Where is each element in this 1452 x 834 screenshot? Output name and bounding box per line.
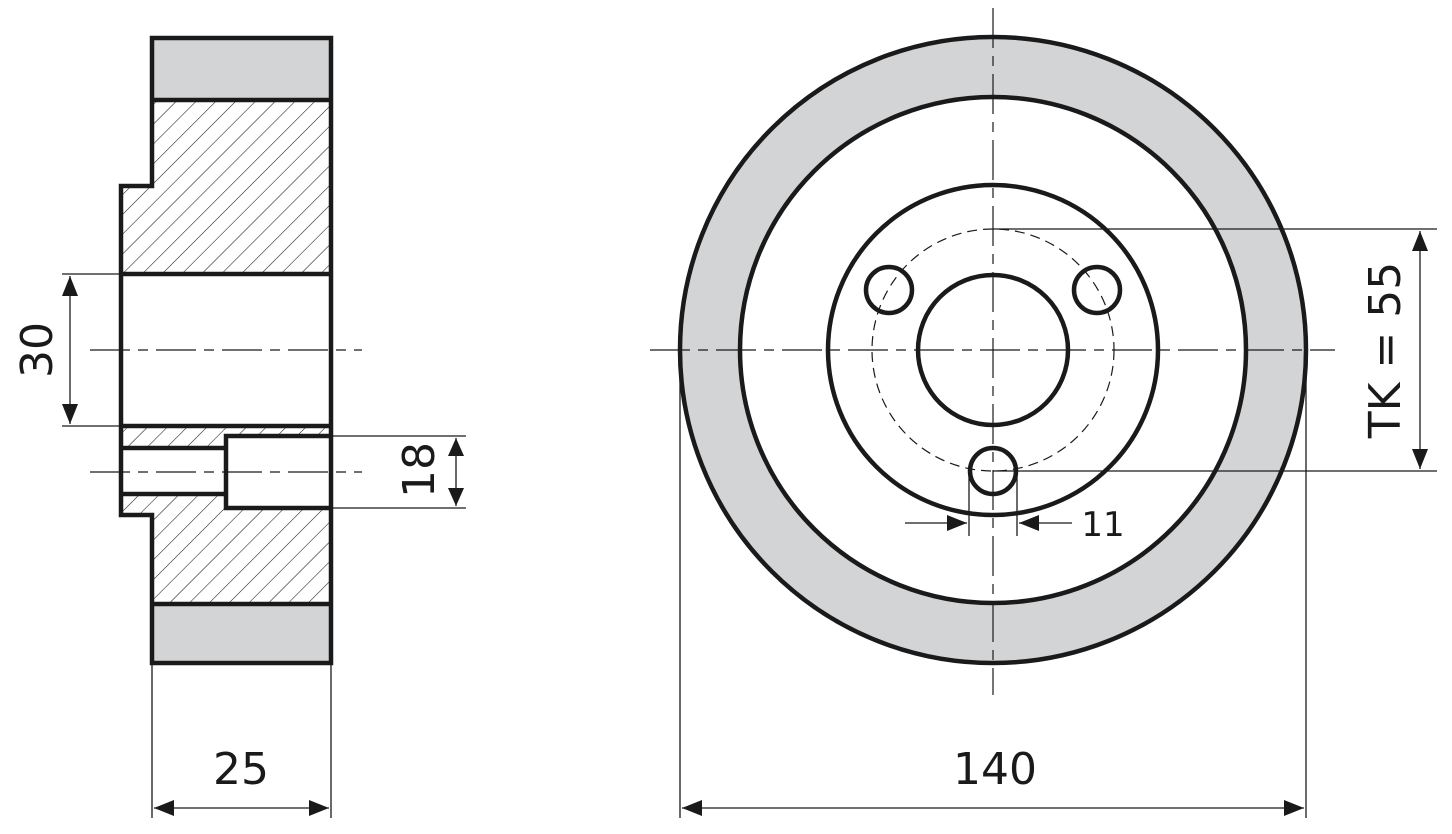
hub-circle <box>825 182 1161 518</box>
dimension-label-counterbore: 18 <box>394 442 445 498</box>
tread-top <box>152 38 331 100</box>
bolt-hole <box>863 264 915 316</box>
through-hole <box>121 445 226 497</box>
section-outline <box>118 35 334 666</box>
dimension-label-width: 25 <box>213 744 269 795</box>
dimension-counterbore: 18 <box>331 435 466 509</box>
bolt-hole <box>1071 264 1123 316</box>
hub-hatch-top <box>121 100 331 274</box>
dimension-width: 25 <box>151 663 332 818</box>
dimension-bolt-circle: TK = 55 <box>993 228 1437 472</box>
section-view: 30 18 25 <box>12 35 466 818</box>
dimension-hole: 11 <box>905 471 1125 545</box>
dimension-outer-diameter: 140 <box>679 350 1307 818</box>
dimension-label-bolt-circle: TK = 55 <box>1360 262 1411 440</box>
dimension-label-hole: 11 <box>1081 505 1124 545</box>
tread-bottom <box>152 604 331 663</box>
dimension-label-outer-diameter: 140 <box>953 744 1037 795</box>
front-view: TK = 55 11 140 <box>650 8 1437 818</box>
hub-hatch-bottom <box>121 494 331 604</box>
dimension-label-bore: 30 <box>12 322 63 378</box>
dimension-bore: 30 <box>12 273 121 427</box>
